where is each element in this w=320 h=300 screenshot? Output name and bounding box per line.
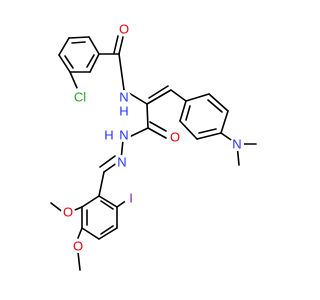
- atom-label-background: [124, 191, 138, 205]
- bond: [147, 127, 167, 139]
- atom-label-cl: Cl: [74, 90, 86, 105]
- bond: [185, 93, 210, 102]
- atom-label-n-imine: N: [117, 155, 126, 170]
- atom-label-background: [71, 88, 89, 106]
- atom-label-background: [117, 90, 131, 104]
- atom-label-o-hydrazide: O: [170, 130, 180, 145]
- bond: [113, 35, 119, 54]
- bond: [118, 53, 125, 91]
- bond: [98, 227, 118, 240]
- bond: [146, 103, 149, 129]
- bond: [149, 121, 167, 132]
- bond: [170, 89, 187, 102]
- bond: [100, 200, 114, 210]
- bond: [220, 110, 229, 134]
- atom-label-o-amide: O: [119, 22, 129, 37]
- bond: [146, 89, 172, 105]
- atom-label-iodine: I: [129, 191, 133, 206]
- bond: [99, 155, 116, 168]
- bond: [89, 53, 100, 73]
- atom-label-nh-amide: N: [119, 90, 128, 105]
- bond: [58, 37, 70, 56]
- atom-label-n-dimethyl: N: [232, 137, 241, 152]
- bond: [179, 120, 198, 140]
- bond: [185, 105, 191, 121]
- bond: [71, 41, 86, 44]
- bond: [81, 195, 100, 208]
- atom-label-o-methoxy-4: O: [73, 239, 83, 254]
- bond: [98, 171, 105, 197]
- bond: [64, 55, 74, 69]
- bond: [81, 227, 100, 240]
- atom-label-background: [71, 239, 85, 253]
- bond: [77, 251, 81, 271]
- atom-label-background: [117, 22, 131, 36]
- atom-label-h-amide: H: [119, 104, 128, 119]
- bond: [69, 71, 78, 89]
- bond: [207, 99, 223, 113]
- bond: [68, 36, 90, 39]
- atom-label-background: [117, 128, 131, 142]
- atom-label-nh-hydrazide: N: [119, 128, 128, 143]
- bond: [148, 85, 169, 99]
- bond: [58, 54, 71, 73]
- atom-label-h-hydrazide: H: [104, 128, 113, 143]
- bond: [77, 227, 83, 239]
- atom-label-background: [61, 205, 75, 219]
- atom-label-background: [115, 155, 129, 169]
- bond: [86, 54, 95, 68]
- bond: [208, 93, 229, 112]
- bond-layer: [50, 35, 257, 271]
- atom-label-background: [102, 128, 116, 142]
- bond: [98, 195, 118, 208]
- bond: [198, 128, 217, 134]
- atom-label-o-methoxy-3: O: [63, 205, 73, 220]
- atom-label-background: [168, 130, 182, 144]
- bond: [196, 132, 222, 140]
- bond: [88, 36, 100, 55]
- atom-label-background: [117, 104, 131, 118]
- atom-label-background: [230, 137, 244, 151]
- bond: [179, 100, 187, 122]
- bond: [118, 36, 124, 55]
- bond: [100, 225, 114, 235]
